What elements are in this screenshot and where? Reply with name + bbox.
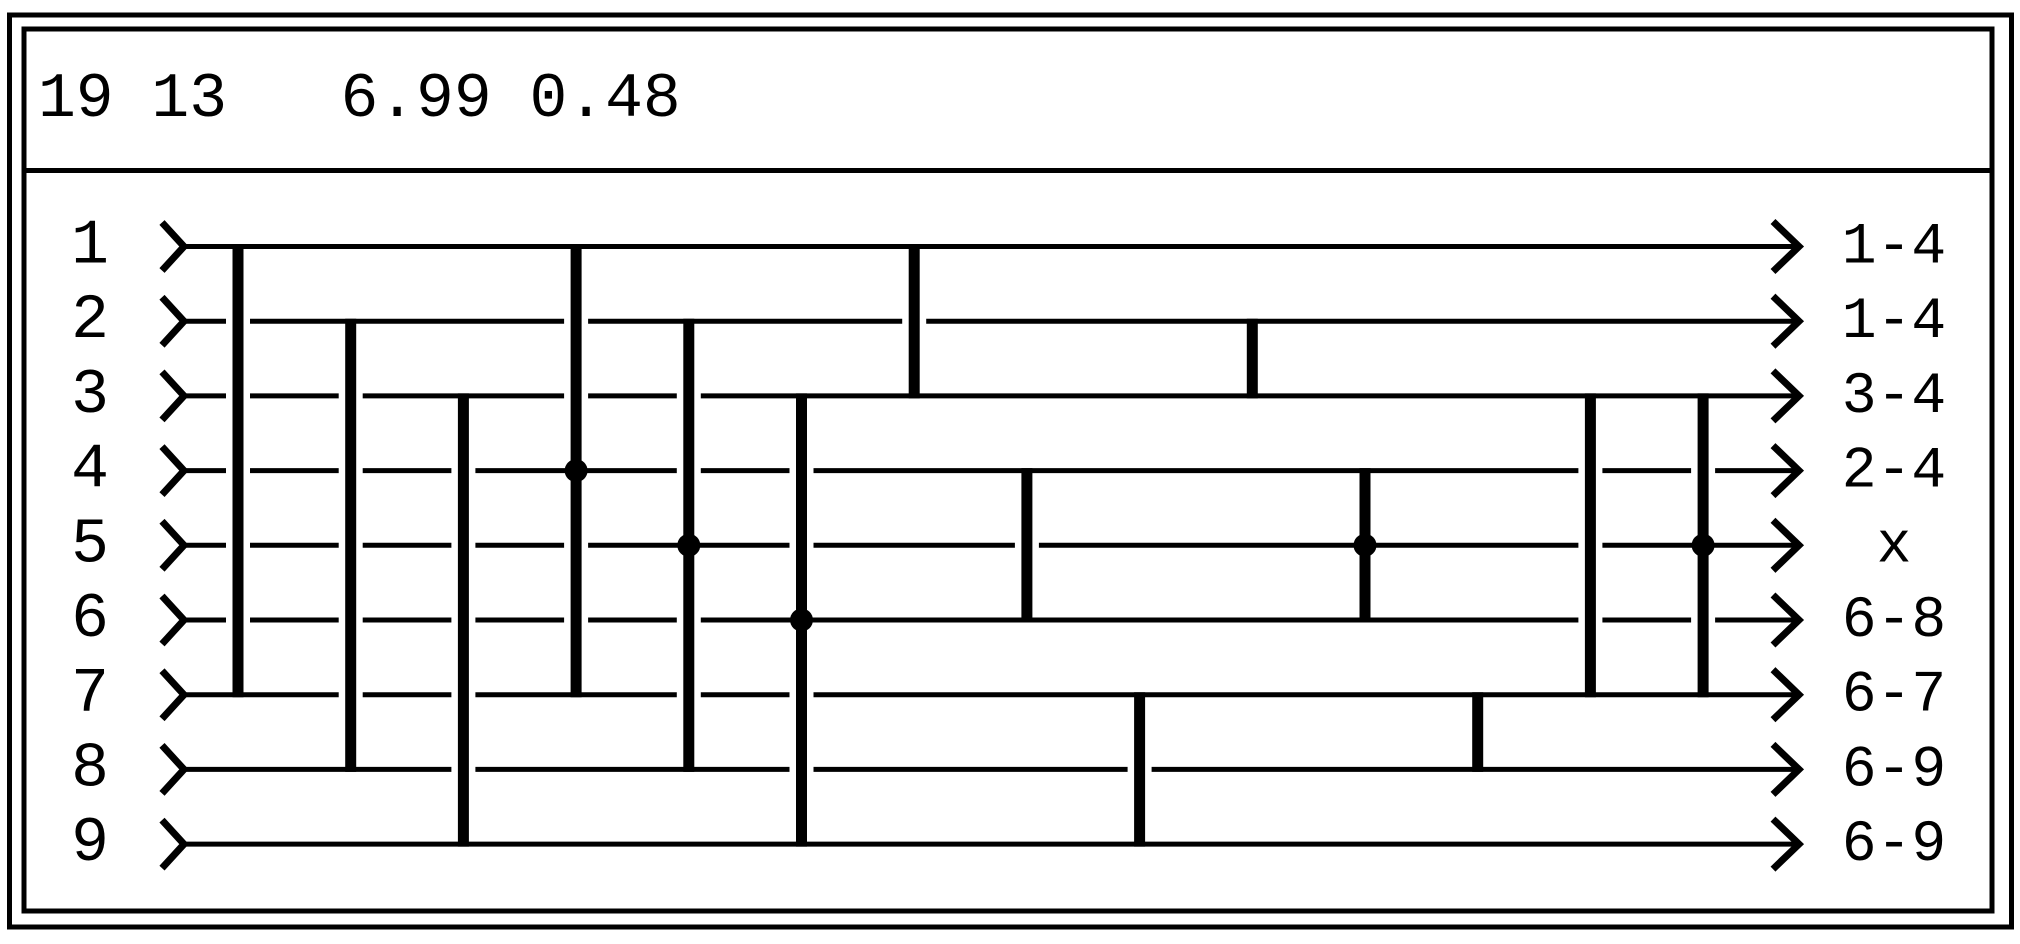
wire-line-1: 1 1-4: [71, 211, 1946, 282]
comparator-col-4: [677, 318, 701, 772]
inner-border: [21, 26, 1995, 914]
output-arrow-icon: [1770, 293, 1805, 349]
comparator-dot: [564, 459, 588, 483]
wire-line-9: 9 6-9: [71, 808, 1946, 879]
comparator-dot: [1691, 533, 1715, 557]
input-arrow-icon: [159, 220, 189, 273]
comparator-col-3: [564, 244, 588, 698]
wire-label-right: 6-9: [1842, 738, 1946, 803]
output-arrow-icon: [1770, 517, 1805, 573]
input-arrow-icon: [159, 743, 189, 796]
comparator-dot: [1353, 533, 1377, 557]
wire-label-left: 9: [71, 808, 109, 879]
comparator-col-10: [1353, 468, 1377, 623]
comparator-col-5: [790, 393, 813, 847]
input-arrow-icon: [159, 817, 189, 871]
output-arrow-icon: [1770, 218, 1805, 275]
input-arrow-icon: [159, 668, 189, 722]
input-arrow-icon: [159, 444, 189, 497]
wire-line-4: 4 2-4: [71, 435, 1946, 506]
output-arrow-icon: [1770, 667, 1805, 723]
wire-label-left: 6: [71, 584, 109, 655]
wire-label-right: 1-4: [1842, 290, 1946, 355]
header-stats: 19 13 6.99 0.48: [38, 64, 681, 135]
input-arrow-icon: [159, 593, 189, 647]
input-arrow-icon: [159, 294, 189, 348]
comparator-col-13: [1691, 393, 1715, 698]
wire-label-left: 3: [71, 360, 109, 431]
wire-label-right: 3-4: [1842, 365, 1946, 430]
wire-label-right: 6-8: [1842, 589, 1946, 654]
outer-border: [7, 12, 2014, 930]
output-arrow-icon: [1770, 816, 1805, 872]
wire-label-right: 6-9: [1842, 813, 1946, 878]
output-arrow-icon: [1770, 368, 1805, 424]
wire-label-right: 1-4: [1842, 216, 1946, 281]
comparators-group: [232, 244, 1715, 847]
wire-label-right: 6-7: [1842, 664, 1946, 729]
wire-label-left: 8: [71, 733, 109, 804]
wire-label-right: x: [1877, 514, 1912, 579]
output-arrow-icon: [1770, 443, 1805, 499]
wire-label-left: 1: [71, 211, 109, 282]
wire-label-left: 2: [71, 285, 109, 356]
comparator-dot: [790, 608, 813, 632]
input-arrow-icon: [159, 369, 189, 423]
wire-label-left: 4: [71, 435, 109, 506]
output-arrow-icon: [1770, 592, 1805, 648]
comparator-dot: [677, 533, 701, 557]
wire-label-left: 7: [71, 659, 109, 730]
wire-label-left: 5: [71, 509, 109, 580]
wire-label-right: 2-4: [1842, 440, 1946, 505]
wire-line-2: 2 1-4: [71, 285, 1946, 356]
output-arrow-icon: [1770, 741, 1805, 797]
wire-line-6: 6 6-8: [71, 584, 1946, 655]
input-arrow-icon: [159, 518, 189, 572]
